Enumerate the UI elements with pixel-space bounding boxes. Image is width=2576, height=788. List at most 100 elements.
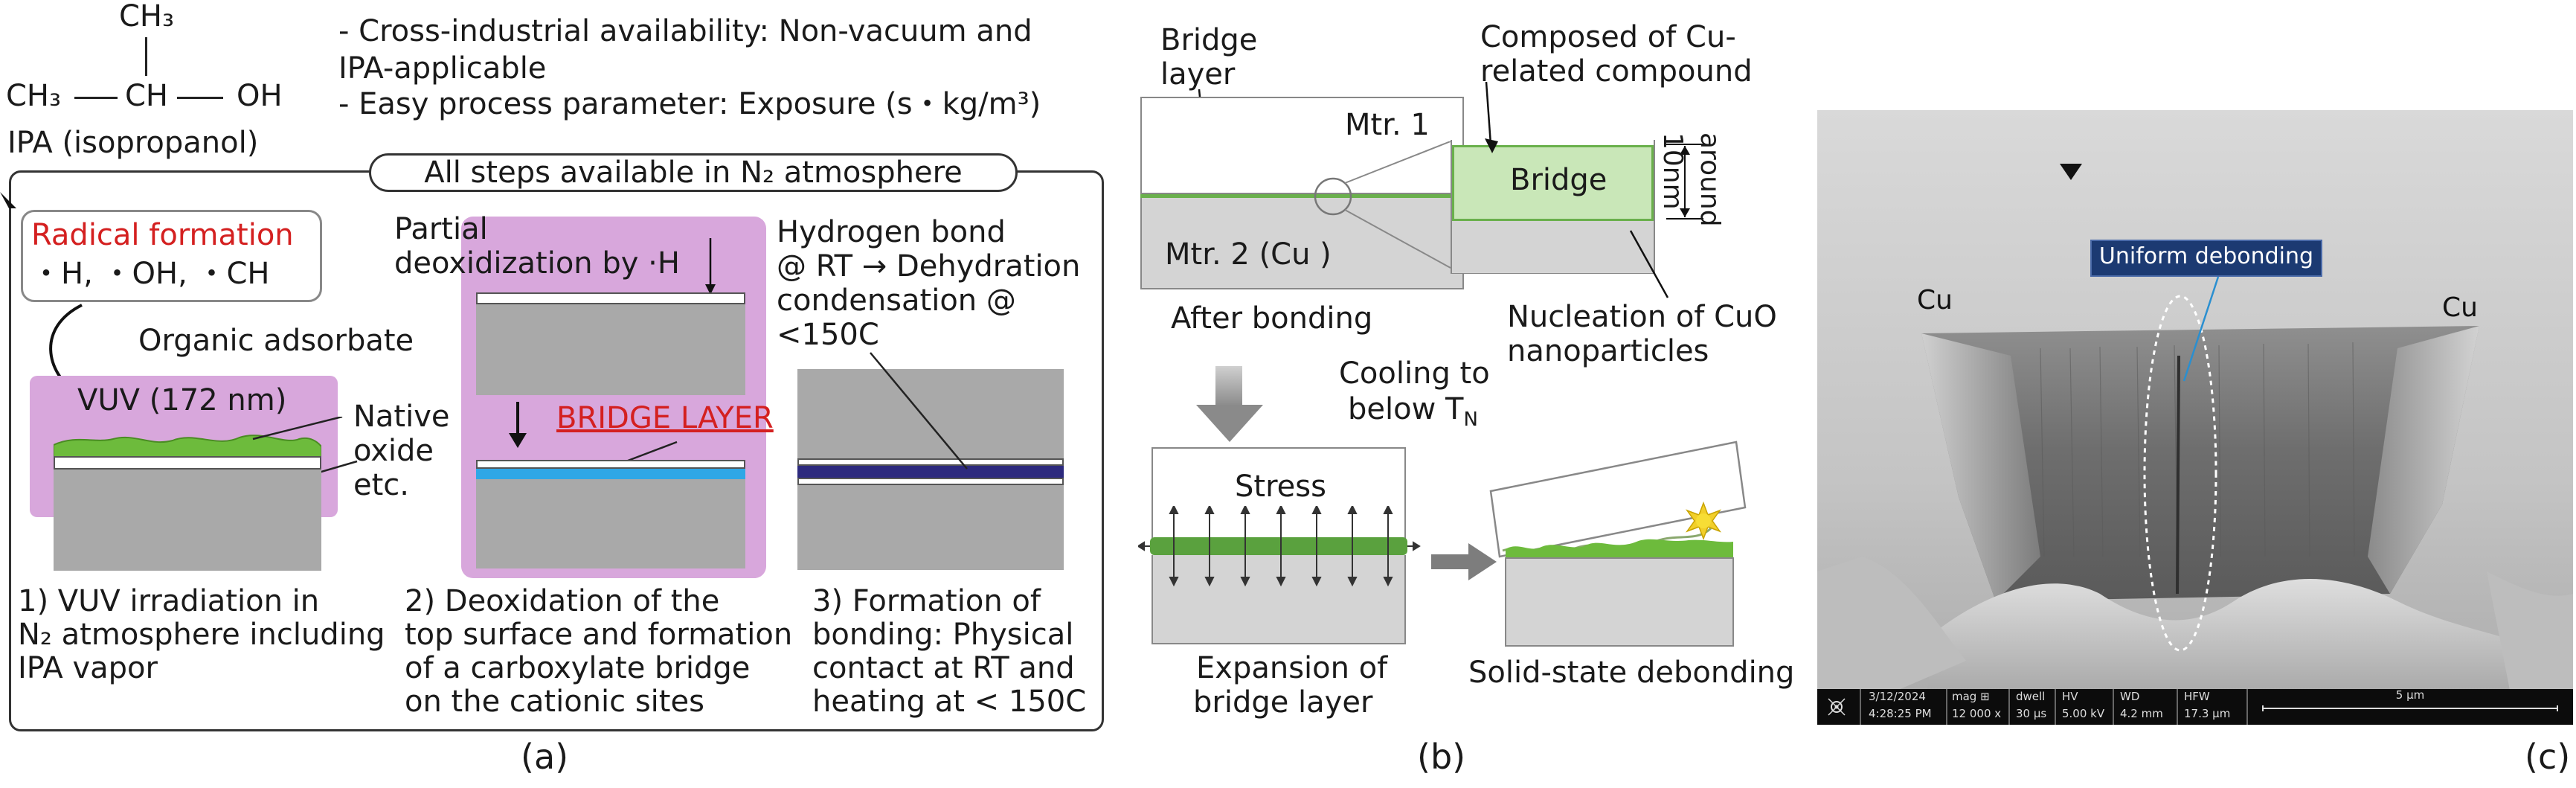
cooling-line2: below T xyxy=(1348,392,1464,426)
info-divider xyxy=(2008,689,2010,725)
panel-a-label: (a) xyxy=(521,737,569,777)
thickness-value-wrap: 10nm xyxy=(1657,132,1688,210)
ipa-ch3-top: CH₃ xyxy=(119,0,175,33)
step1-line2: N₂ atmosphere including xyxy=(18,618,385,652)
bullet-availability: - Cross-industrial availability: Non-vac… xyxy=(338,14,1032,48)
info-divider xyxy=(1860,689,1861,725)
uniform-debonding-text: Uniform debonding xyxy=(2098,243,2314,269)
step3-top-strip xyxy=(797,458,1064,466)
thickness-around: around xyxy=(1695,132,1725,227)
bonded-bridge-strip xyxy=(797,466,1064,478)
partially-deoxidized-strip xyxy=(476,292,745,304)
ipa-oh: OH xyxy=(237,79,283,113)
organic-adsorbate-layer xyxy=(54,435,321,458)
sem-micrograph xyxy=(1817,110,2573,725)
ipa-bond-left xyxy=(74,97,118,99)
radical-box xyxy=(21,210,322,302)
microscope-logo-icon xyxy=(1828,698,1846,716)
stress-arrows xyxy=(1138,506,1421,587)
cu-zoom xyxy=(1452,221,1654,273)
atmosphere-banner-text: All steps available in N₂ atmosphere xyxy=(424,156,963,190)
nucleation-pointer xyxy=(1629,230,1669,298)
sem-scale-bar xyxy=(2262,705,2558,711)
thickness-around-wrap: around xyxy=(1695,132,1725,227)
cu-left-label: Cu xyxy=(1917,285,1953,315)
step3-line2: bonding: Physical xyxy=(812,618,1074,652)
debonded-illustration xyxy=(1489,441,1747,647)
substrate-step1 xyxy=(54,470,321,571)
sem-hfw: 17.3 µm xyxy=(2184,707,2231,720)
sem-wd-label: WD xyxy=(2120,690,2140,703)
sem-hfw-label: HFW xyxy=(2184,690,2210,703)
cooling-arrow-head xyxy=(1196,405,1263,442)
composed-line2: related compound xyxy=(1480,54,1753,89)
substrate-step3-top xyxy=(797,369,1064,458)
info-divider xyxy=(2246,689,2248,725)
bridge-layer-label: BRIDGE LAYER xyxy=(556,401,774,435)
material-2 xyxy=(1140,198,1464,289)
atmosphere-banner xyxy=(369,153,1018,192)
step2-line3: of a carboxylate bridge xyxy=(405,651,751,685)
stress-label: Stress xyxy=(1235,470,1326,504)
sem-image xyxy=(1817,110,2573,725)
ipa-ch3-left: CH₃ xyxy=(6,79,62,113)
step2-line1: 2) Deoxidation of the xyxy=(405,584,720,618)
bullet-process-parameter: - Easy process parameter: Exposure (s・kg… xyxy=(338,87,1041,121)
radical-title: Radical formation xyxy=(31,218,294,252)
native-oxide-strip xyxy=(54,456,321,470)
bridge-zoom xyxy=(1452,145,1654,221)
cooling-arrow-shaft xyxy=(1215,366,1242,406)
sem-scale-label: 5 µm xyxy=(2395,688,2425,702)
material-1 xyxy=(1140,97,1464,194)
panel-c-label: (c) xyxy=(2525,737,2571,777)
stressed-material-1 xyxy=(1152,447,1406,543)
after-bonding-label: After bonding xyxy=(1171,301,1373,336)
ipa-name: IPA (isopropanol) xyxy=(7,126,259,160)
sem-info-bar xyxy=(1817,689,2573,725)
zoom-frame xyxy=(1451,140,1655,274)
vuv-label: VUV (172 nm) xyxy=(77,383,287,417)
cooling-line1: Cooling to xyxy=(1339,356,1490,391)
solid-state-debonding-label: Solid-state debonding xyxy=(1468,656,1795,690)
thickness-value: 10nm xyxy=(1657,132,1688,210)
expanded-bridge xyxy=(1150,537,1407,555)
native-oxide-line3: etc. xyxy=(353,468,409,502)
nanoparticle-burst xyxy=(1685,501,1722,541)
bridge-layer-strip xyxy=(476,469,745,479)
callout-leader xyxy=(2182,276,2220,382)
deoxidized-top-strip xyxy=(476,460,745,469)
native-oxide-line1: Native xyxy=(353,400,450,434)
cu-right-label: Cu xyxy=(2442,292,2478,323)
info-divider xyxy=(2055,689,2056,725)
ipa-ch: CH xyxy=(125,79,169,113)
sem-hv-label: HV xyxy=(2062,690,2078,703)
partial-deox-line1: Partial xyxy=(394,212,488,246)
bridge-line xyxy=(1140,194,1464,198)
sem-date: 3/12/2024 xyxy=(1869,690,1926,703)
substrate-step2-bottom xyxy=(476,479,745,568)
radical-species: ・H, ・OH, ・CH xyxy=(31,257,270,291)
down-arrow xyxy=(509,402,527,448)
bridge-layer-title-line2: layer xyxy=(1160,57,1236,92)
nucleation-line2: nanoparticles xyxy=(1507,334,1709,368)
step1-line1: 1) VUV irradiation in xyxy=(18,584,320,618)
ipa-bond-vertical xyxy=(145,37,147,76)
info-divider xyxy=(1946,689,1947,725)
uniform-debonding-callout xyxy=(2090,240,2322,277)
stressed-material-2 xyxy=(1152,555,1406,644)
expansion-line2: bridge layer xyxy=(1193,685,1373,720)
step3-line4: heating at < 150C xyxy=(812,685,1087,719)
sem-mag-label: mag ⊞ xyxy=(1952,690,1990,703)
radical-arrow-in xyxy=(0,192,16,208)
step2-line4: on the cationic sites xyxy=(405,685,704,719)
hbond-leader xyxy=(870,352,968,470)
step3-line1: 3) Formation of xyxy=(812,584,1041,618)
substrate-step2-top xyxy=(476,304,745,395)
bridge-layer-title-line1: Bridge xyxy=(1160,23,1258,57)
nucleation-line1: Nucleation of CuO xyxy=(1507,300,1777,334)
debond-arrow xyxy=(1431,543,1497,580)
expansion-line1: Expansion of xyxy=(1196,651,1388,685)
thickness-dimension xyxy=(1666,144,1703,220)
native-oxide-line2: oxide xyxy=(353,434,434,468)
hbond-line2: @ RT → Dehydration xyxy=(777,249,1081,284)
